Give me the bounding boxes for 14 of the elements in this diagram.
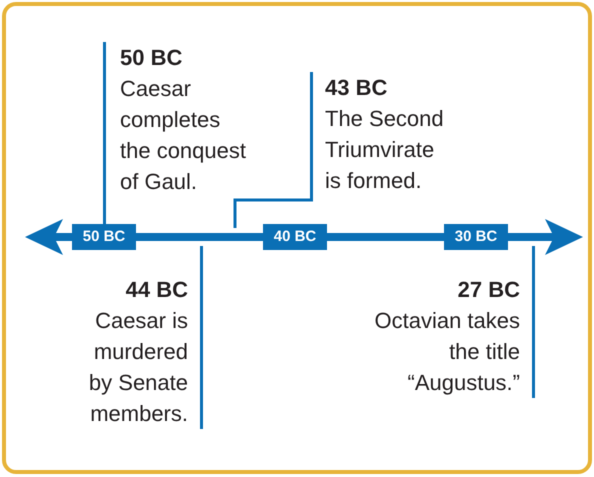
tick-label: 40 BC xyxy=(263,224,327,250)
tick-label: 50 BC xyxy=(72,224,136,250)
event-date: 43 BC xyxy=(325,74,388,102)
event-date: 44 BC xyxy=(124,276,188,304)
event-description: Caesar is murdered by Senate members. xyxy=(88,307,188,428)
event-date: 27 BC xyxy=(456,276,520,304)
leader-line xyxy=(234,72,313,228)
leader-line xyxy=(200,246,203,429)
event-description: The Second Triumvirate is formed. xyxy=(325,105,445,195)
event-date: 50 BC xyxy=(120,44,184,72)
tick-label: 30 BC xyxy=(444,224,508,250)
event-description: Caesar completes the conquest of Gaul. xyxy=(120,75,247,196)
event-description: Octavian takes the title “Augustus.” xyxy=(373,307,520,397)
leader-line xyxy=(532,246,535,398)
